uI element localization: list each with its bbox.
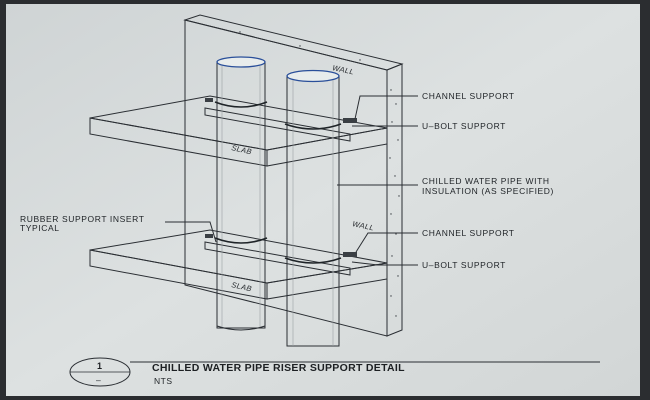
slab-bottom bbox=[89, 229, 388, 300]
tag-wall-mid: WALL bbox=[352, 219, 375, 232]
chilled-water-pipe-left bbox=[216, 56, 266, 331]
label-rubber-insert-line2: TYPICAL bbox=[20, 223, 60, 233]
tag-slab-top: SLAB bbox=[231, 143, 253, 156]
label-chilled-pipe-line2: INSULATION (AS SPECIFIED) bbox=[422, 186, 554, 196]
label-chilled-pipe-line1: CHILLED WATER PIPE WITH bbox=[422, 176, 550, 186]
wall bbox=[183, 14, 404, 337]
detail-scale: NTS bbox=[154, 376, 173, 386]
detail-title: CHILLED WATER PIPE RISER SUPPORT DETAIL bbox=[152, 362, 405, 374]
slab-top bbox=[89, 95, 388, 167]
detail-sub: – bbox=[96, 375, 101, 385]
tag-slab-bottom: SLAB bbox=[231, 280, 253, 293]
label-channel-support-top: CHANNEL SUPPORT bbox=[422, 91, 515, 101]
title-block: 1 – CHILLED WATER PIPE RISER SUPPORT DET… bbox=[69, 357, 600, 387]
leader-lines bbox=[165, 95, 418, 266]
label-ubolt-support-bottom: U–BOLT SUPPORT bbox=[422, 260, 506, 270]
channel-supports bbox=[205, 98, 357, 257]
drawing-sheet bbox=[6, 4, 640, 396]
label-channel-support-bottom: CHANNEL SUPPORT bbox=[422, 228, 515, 238]
u-bolt-supports bbox=[214, 101, 342, 264]
chilled-water-pipe-right bbox=[286, 69, 340, 347]
tag-wall-top: WALL bbox=[332, 63, 355, 76]
detail-number: 1 bbox=[97, 361, 102, 371]
label-ubolt-support-top: U–BOLT SUPPORT bbox=[422, 121, 506, 131]
label-rubber-insert-line1: RUBBER SUPPORT INSERT bbox=[20, 214, 145, 224]
